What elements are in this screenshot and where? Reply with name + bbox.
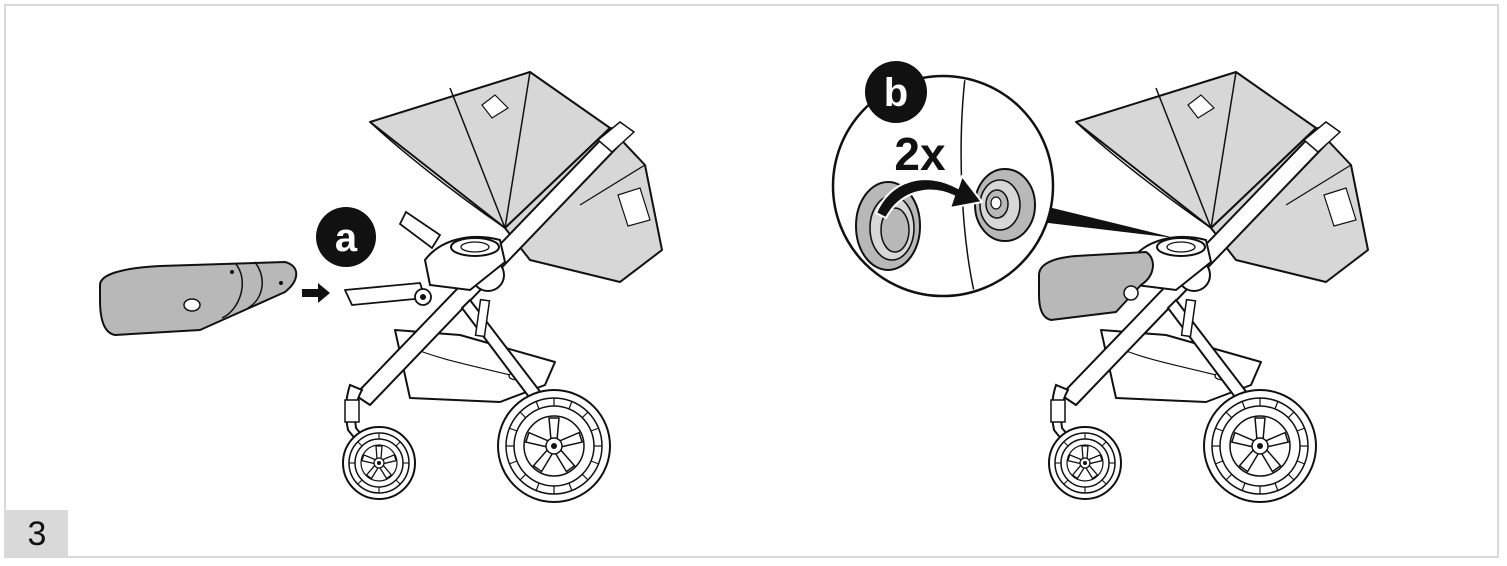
snap-button-left (855, 181, 921, 271)
step-number-box: 3 (6, 510, 68, 558)
bumper-bar-piece (99, 261, 298, 336)
callout-letter-b: b (884, 71, 908, 115)
stroller-right (1038, 72, 1368, 502)
repeat-count: 2x (894, 128, 946, 180)
callout-badge-a: a (316, 207, 376, 267)
curved-arrow-icon (875, 175, 983, 219)
detail-leader (1040, 205, 1175, 238)
stroller-left (343, 72, 662, 502)
snap-button-right (974, 168, 1036, 242)
step-number: 3 (27, 514, 47, 553)
callout-letter-a: a (335, 216, 358, 260)
arrow-right-icon (302, 283, 330, 303)
detail-magnifier: 2x (831, 74, 1055, 298)
callout-badge-b: b (865, 61, 927, 123)
